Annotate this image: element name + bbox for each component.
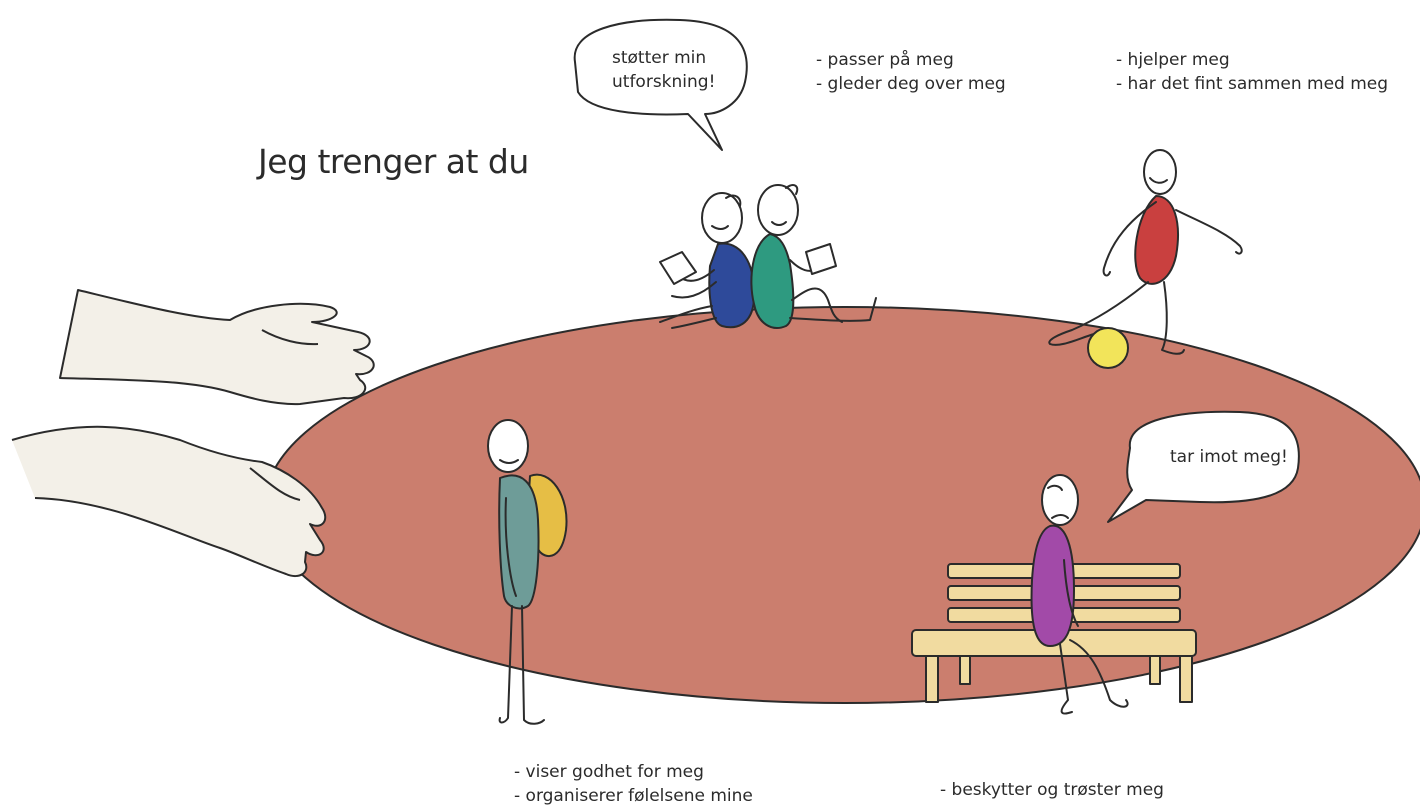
care-note-line: - passer på meg [816,50,954,70]
help-note-line: - hjelper meg [1116,50,1230,70]
protect-note: - beskytter og trøster meg [940,780,1164,800]
speech-bubble-icon [573,18,748,151]
open-hands-icon [11,289,375,578]
explore-bubble-line: støtter min [612,48,707,68]
ball-icon [1087,327,1129,369]
reading-children-icon [659,184,877,329]
explore-bubble-line: utforskning! [612,72,716,92]
care-note: - passer på meg - gleder deg over meg [816,48,1006,96]
sad-child-backpack-icon [487,419,568,725]
help-note: - hjelper meg - har det fint sammen med … [1116,48,1388,96]
care-note-line: - gleder deg over meg [816,74,1006,94]
help-note-line: - har det fint sammen med meg [1116,74,1389,94]
page-title: Jeg trenger at du [258,142,529,181]
kindness-note-line: - viser godhet for meg [514,762,704,782]
playing-child-icon [1048,149,1243,355]
speech-bubble-icon [1107,410,1300,523]
welcome-bubble-text: tar imot meg! [1170,447,1288,467]
kindness-note-line: - organiserer følelsene mine [514,786,753,806]
ground-ellipse [264,306,1420,704]
explore-bubble-text: støtter min utforskning! [612,46,715,94]
kindness-note: - viser godhet for meg - organiserer føl… [514,760,753,808]
sitting-child-icon [1030,474,1129,715]
